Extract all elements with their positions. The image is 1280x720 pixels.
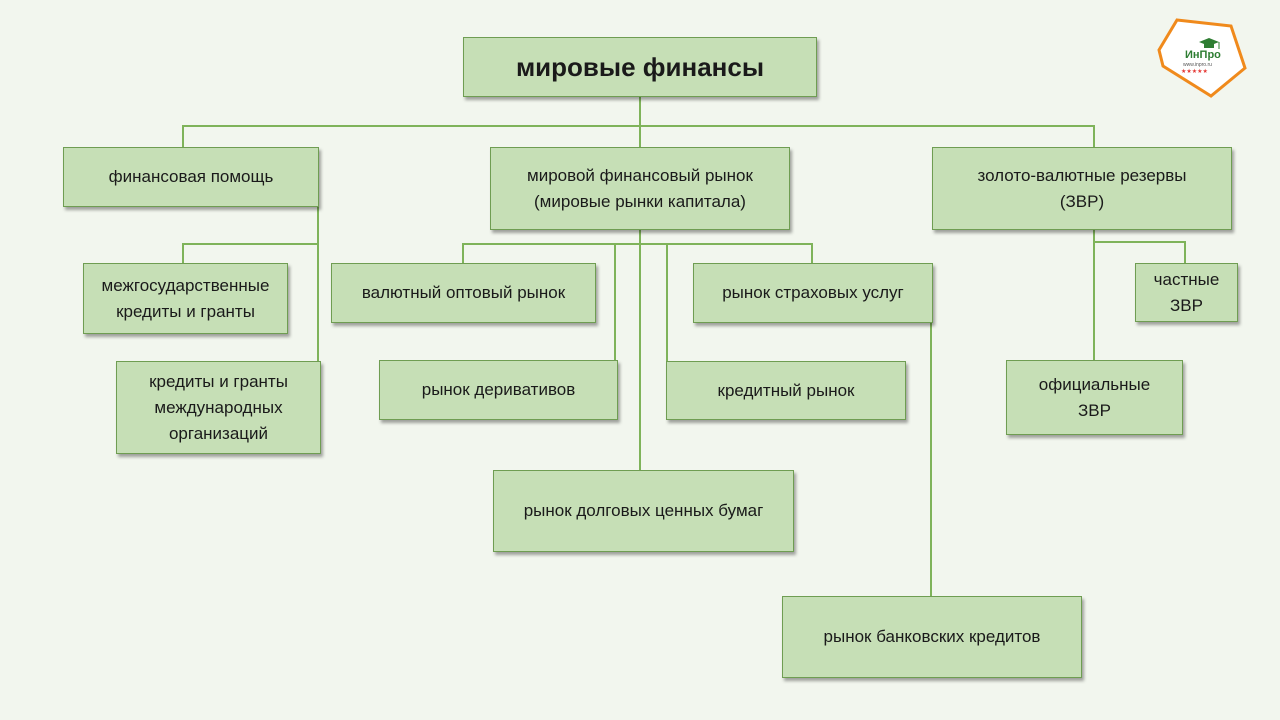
node-derivatives-market: рынок деривативов xyxy=(379,360,618,420)
logo-stars: ★★★★★ xyxy=(1181,68,1208,75)
node-currency-market: валютный оптовый рынок xyxy=(331,263,596,323)
node-debt-securities-market: рынок долговых ценных бумаг xyxy=(493,470,794,552)
inpro-logo: ИнПро www.inpro.ru ★★★★★ xyxy=(1155,16,1247,100)
node-credit-market: кредитный рынок xyxy=(666,361,906,420)
node-bank-loans-market: рынок банковских кредитов xyxy=(782,596,1082,678)
graduation-cap-icon xyxy=(1199,38,1220,49)
node-official-reserves: официальные ЗВР xyxy=(1006,360,1183,435)
connector-root-horizontal xyxy=(182,125,1095,147)
node-private-reserves: частные ЗВР xyxy=(1135,263,1238,322)
connector-aid-interstate xyxy=(182,243,318,263)
logo-url: www.inpro.ru xyxy=(1183,62,1212,68)
node-world-financial-market: мировой финансовый рынок (мировые рынки … xyxy=(490,147,790,230)
node-gold-currency-reserves: золото-валютные резервы (ЗВР) xyxy=(932,147,1232,230)
node-world-finance: мировые финансы xyxy=(463,37,817,97)
node-financial-aid: финансовая помощь xyxy=(63,147,319,207)
connector-reserves-private xyxy=(1094,241,1186,263)
node-insurance-market: рынок страховых услуг xyxy=(693,263,933,323)
node-international-org-loans: кредиты и гранты международных организац… xyxy=(116,361,321,454)
node-interstate-loans: межгосударственные кредиты и гранты xyxy=(83,263,288,334)
logo-name: ИнПро xyxy=(1185,49,1221,61)
connector-market-horizontal xyxy=(462,243,813,263)
